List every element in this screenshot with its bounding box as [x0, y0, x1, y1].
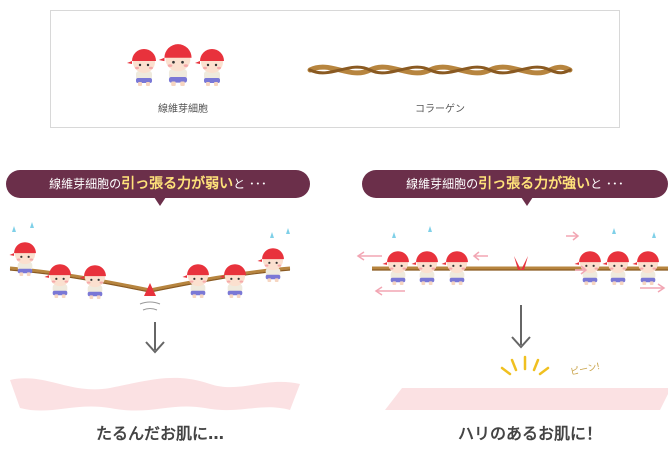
sagging-skin-icon [10, 377, 300, 411]
weak-bubble-tail [154, 197, 166, 206]
fibroblast-icon [219, 264, 246, 298]
fibroblast-icon [127, 49, 156, 86]
weak-bubble-highlight: 引っ張る力が弱い [121, 176, 234, 192]
strong-down-arrow-icon [511, 305, 531, 349]
fibroblast-label: 線維芽細胞 [158, 104, 208, 115]
strong-bubble-highlight: 引っ張る力が強い [478, 176, 591, 192]
weak-bubble-prefix: 線維芽細胞の [49, 177, 122, 191]
fibroblast-icon [257, 248, 284, 282]
strong-rope-scene [372, 226, 668, 285]
sparkle-icon [500, 355, 550, 376]
strong-bubble: 線維芽細胞の引っ張る力が強いと ･･･ [362, 170, 668, 198]
collagen-icon [307, 64, 573, 76]
strong-bubble-tail [521, 197, 533, 206]
rope-knot-icon [514, 256, 528, 270]
fibroblast-icon [158, 44, 192, 86]
fibroblast-icon [195, 49, 224, 86]
fibroblast-icon [44, 264, 71, 298]
fibroblast-icon [79, 265, 106, 299]
weak-result-text: たるんだお肌に… [95, 424, 224, 443]
weak-bubble: 線維芽細胞の引っ張る力が弱いと ･･･ [6, 170, 310, 198]
rope-knot-icon [144, 283, 156, 296]
fibroblast-icon [182, 264, 209, 298]
legend-fibroblast-group [127, 44, 224, 86]
pull-arrows-icon [356, 231, 666, 296]
weak-rope-scene [9, 222, 291, 311]
strong-result-text: ハリのあるお肌に！ [457, 424, 602, 443]
weak-bubble-suffix: と ･･･ [233, 177, 267, 191]
fibroblast-icon [9, 242, 36, 276]
strong-bubble-suffix: と ･･･ [590, 177, 624, 191]
weak-down-arrow-icon [145, 322, 165, 354]
firm-skin-icon [385, 388, 668, 410]
strong-bubble-prefix: 線維芽細胞の [406, 177, 479, 191]
collagen-label: コラーゲン [415, 104, 465, 115]
